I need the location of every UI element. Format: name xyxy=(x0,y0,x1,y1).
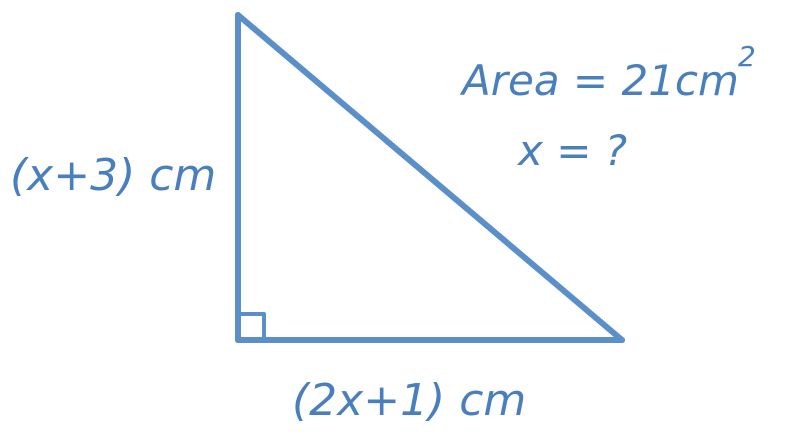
label-vertical-side: (x+3) cm xyxy=(10,150,216,201)
right-angle-marker xyxy=(236,312,266,342)
label-area: Area = 21cm xyxy=(459,56,739,105)
label-unknown: x = ? xyxy=(516,126,627,175)
right-triangle xyxy=(235,12,625,343)
label-horizontal-side: (2x+1) cm xyxy=(292,375,526,426)
hypotenuse xyxy=(235,12,625,343)
label-area-exponent: 2 xyxy=(738,40,756,73)
